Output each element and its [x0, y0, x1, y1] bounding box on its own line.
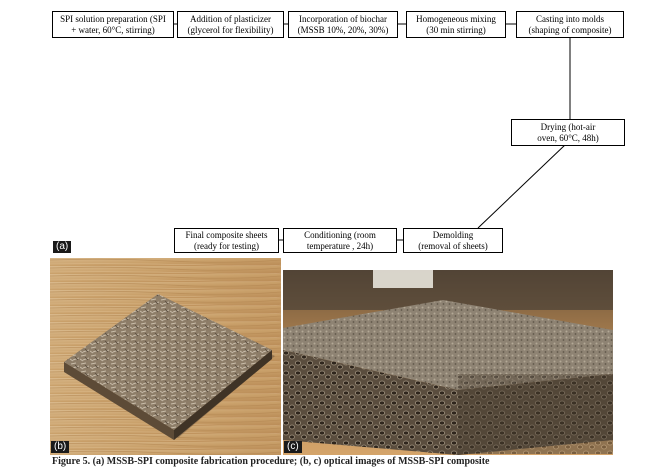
photo-panel-b: [50, 258, 281, 455]
composite-block-photo-c: [283, 270, 613, 455]
step-homogeneous-mixing: Homogeneous mixing(30 min stirring): [406, 11, 506, 38]
composite-sheet-photo-b: [50, 258, 281, 455]
step-8-line1: Conditioning (room: [304, 230, 376, 241]
step-4-line1: Homogeneous mixing: [416, 14, 496, 25]
step-casting-into-molds: Casting into molds(shaping of composite): [516, 11, 624, 38]
step-6-line1: Drying (hot-air: [537, 122, 599, 133]
step-9-line1: Final composite sheets: [186, 230, 268, 241]
step-2-line2: (glycerol for flexibility): [188, 25, 274, 36]
step-1-line1: SPI solution preparation (SPI: [60, 14, 166, 25]
step-8-line2: temperature , 24h): [304, 241, 376, 252]
panel-label-c: (c): [284, 441, 302, 453]
photo-panel-c: [283, 270, 613, 455]
step-spi-solution-preparation: SPI solution preparation (SPI+ water, 60…: [52, 11, 174, 38]
step-demolding: Demolding(removal of sheets): [403, 228, 503, 253]
step-2-line1: Addition of plasticizer: [188, 14, 274, 25]
step-7-line2: (removal of sheets): [418, 241, 487, 252]
step-6-line2: oven, 60°C, 48h): [537, 133, 599, 144]
step-final-composite-sheets: Final composite sheets(ready for testing…: [174, 228, 279, 253]
step-4-line2: (30 min stirring): [416, 25, 496, 36]
step-3-line2: (MSSB 10%, 20%, 30%): [298, 25, 389, 36]
step-5-line1: Casting into molds: [529, 14, 612, 25]
step-9-line2: (ready for testing): [186, 241, 268, 252]
step-incorporation-of-biochar: Incorporation of biochar(MSSB 10%, 20%, …: [288, 11, 398, 38]
step-5-line2: (shaping of composite): [529, 25, 612, 36]
step-addition-of-plasticizer: Addition of plasticizer(glycerol for fle…: [177, 11, 284, 38]
connector-6-7: [478, 144, 566, 228]
step-1-line2: + water, 60°C, stirring): [60, 25, 166, 36]
step-3-line1: Incorporation of biochar: [298, 14, 389, 25]
panel-label-b: (b): [51, 441, 69, 453]
step-7-line1: Demolding: [418, 230, 487, 241]
figure-caption: Figure 5. (a) MSSB-SPI composite fabrica…: [52, 456, 652, 468]
panel-label-a: (a): [53, 241, 71, 253]
